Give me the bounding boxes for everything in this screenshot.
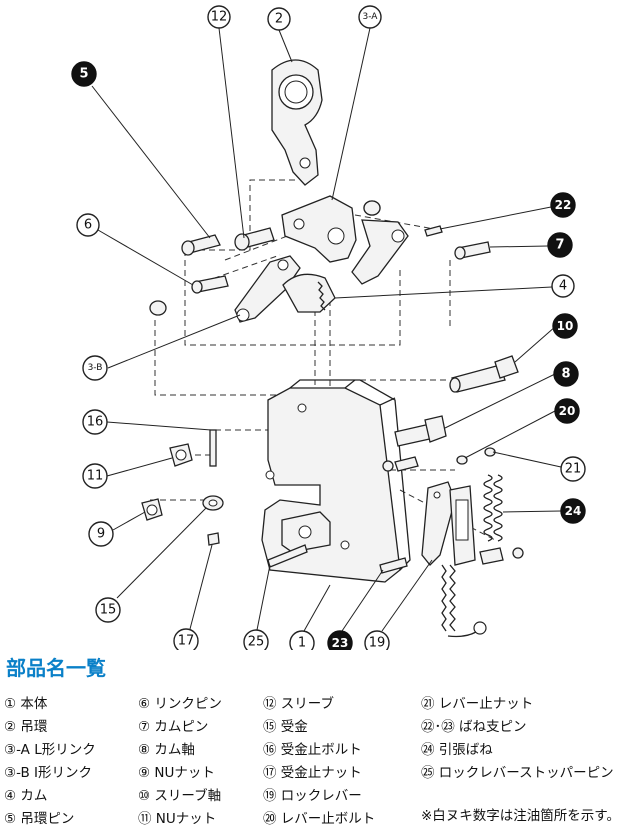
parts-list-item: ⑩ スリーブ軸 (138, 788, 222, 804)
callouts: 12 2 3-A 5 6 22 7 4 3-B 10 8 20 16 21 11… (71, 5, 586, 651)
callout-6: 6 (76, 213, 100, 237)
parts-list-item: ⑥ リンクピン (138, 696, 222, 712)
parts-column-3: ⑫ スリーブ ⑮ 受金 ⑯ 受金止ボルト ⑰ 受金止ナット ⑲ ロックレバー ⑳… (263, 693, 375, 831)
l-link-part (281, 195, 409, 285)
svg-text:9: 9 (97, 527, 105, 542)
parts-list-item: ㉒･㉓ ばね支ピン (421, 719, 527, 735)
svg-text:17: 17 (178, 634, 195, 649)
callout-8: 8 (553, 361, 579, 387)
callout-12: 12 (207, 5, 231, 29)
shaft-and-nuts (141, 415, 496, 574)
svg-text:10: 10 (557, 319, 574, 333)
lubrication-note: ※白ヌキ数字は注油箇所を示す。 (421, 808, 620, 824)
callout-24: 24 (560, 498, 586, 524)
svg-text:8: 8 (561, 367, 570, 382)
parts-column-2: ⑥ リンクピン ⑦ カムピン ⑧ カム軸 ⑨ NUナット ⑩ スリーブ軸 ⑪ N… (138, 693, 222, 831)
callout-21: 21 (560, 456, 586, 482)
callout-3-b: 3-B (82, 355, 108, 381)
callout-7: 7 (547, 232, 573, 258)
svg-text:6: 6 (84, 218, 92, 233)
svg-text:3-B: 3-B (88, 363, 103, 373)
svg-text:12: 12 (211, 10, 228, 25)
pins-and-sleeves (181, 225, 519, 393)
parts-list-item: ⑰ 受金止ナット (263, 765, 362, 781)
parts-list-item: ③-B I形リンク (4, 765, 93, 781)
svg-text:15: 15 (100, 603, 117, 618)
body-part (261, 379, 411, 583)
callout-15: 15 (95, 597, 121, 623)
parts-list-item: ② 吊環 (4, 719, 48, 735)
callout-23: 23 (327, 630, 353, 650)
svg-text:21: 21 (565, 462, 582, 477)
svg-text:25: 25 (248, 635, 265, 650)
svg-text:4: 4 (559, 279, 567, 294)
exploded-parts-diagram: 12 2 3-A 5 6 22 7 4 3-B 10 8 20 16 21 11… (71, 5, 586, 651)
parts-list-item: ⑲ ロックレバー (263, 788, 362, 804)
callout-3-a: 3-A (358, 5, 382, 29)
shackle-part (271, 59, 323, 186)
callout-25: 25 (243, 629, 269, 650)
parts-list-item: ⑫ スリーブ (263, 696, 334, 712)
svg-text:20: 20 (559, 404, 576, 418)
parts-list-item: ③-A L形リンク (4, 742, 96, 758)
parts-list-item: ⑧ カム軸 (138, 742, 195, 758)
parts-list-item: ⑯ 受金止ボルト (263, 742, 362, 758)
svg-text:11: 11 (87, 469, 104, 484)
parts-list-title: 部品名一覧 (6, 656, 106, 680)
parts-list-item: ⑪ NUナット (138, 811, 217, 827)
svg-text:2: 2 (275, 12, 283, 27)
svg-text:3-A: 3-A (363, 12, 379, 22)
parts-column-4: ㉑ レバー止ナット ㉒･㉓ ばね支ピン ㉔ 引張ばね ㉕ ロックレバーストッパー… (421, 693, 614, 785)
callout-4: 4 (551, 274, 575, 298)
i-link-and-cam-part (149, 200, 381, 323)
leader-lines (91, 27, 562, 632)
callout-19: 19 (364, 630, 390, 651)
lock-lever-and-spring (421, 474, 524, 638)
callout-2: 2 (267, 7, 291, 31)
callout-16: 16 (82, 409, 108, 435)
callout-9: 9 (88, 521, 114, 547)
parts-list-item: ㉔ 引張ばね (421, 742, 493, 758)
svg-text:5: 5 (79, 67, 88, 82)
parts-list-item: ⑨ NUナット (138, 765, 215, 781)
parts-list-item: ㉕ ロックレバーストッパーピン (421, 765, 614, 781)
svg-text:23: 23 (332, 636, 349, 650)
parts-list-item: ⑦ カムピン (138, 719, 209, 735)
callout-11: 11 (82, 463, 108, 489)
callout-20: 20 (554, 398, 580, 424)
callout-1: 1 (289, 630, 315, 651)
callout-10: 10 (552, 313, 578, 339)
parts-column-1: ① 本体 ② 吊環 ③-A L形リンク ③-B I形リンク ④ カム ⑤ 吊環ピ… (4, 693, 96, 831)
svg-text:16: 16 (87, 415, 104, 430)
parts-list-item: ⑤ 吊環ピン (4, 811, 75, 827)
parts-list-item: ⑳ レバー止ボルト (263, 811, 376, 827)
parts-list-item: ① 本体 (4, 696, 48, 712)
svg-text:7: 7 (555, 238, 564, 253)
svg-text:1: 1 (298, 636, 306, 651)
callout-5: 5 (71, 61, 97, 87)
parts-list-item: ⑮ 受金 (263, 719, 308, 735)
callout-17: 17 (173, 628, 199, 650)
svg-text:24: 24 (565, 504, 582, 518)
svg-text:22: 22 (555, 198, 572, 212)
parts-list-item: ㉑ レバー止ナット (421, 696, 534, 712)
parts-list-item: ④ カム (4, 788, 48, 804)
callout-22: 22 (550, 192, 576, 218)
svg-text:19: 19 (369, 636, 386, 651)
